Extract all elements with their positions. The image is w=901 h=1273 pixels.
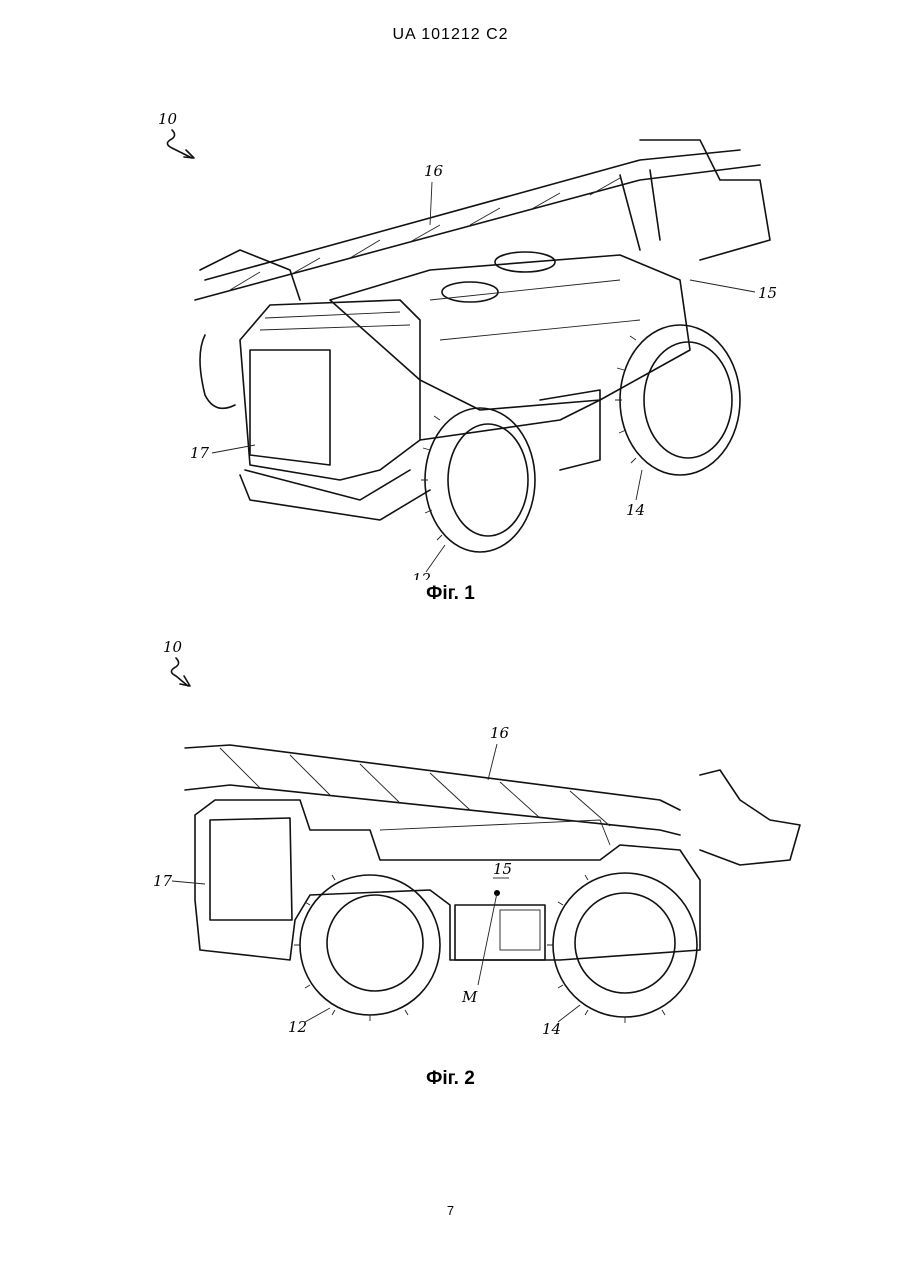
fig2-front-wheel [294,875,440,1021]
fig1-cab [200,300,430,520]
figure-1-caption: Фіг. 1 [0,583,901,605]
fig1-ref-16: 16 [424,162,444,180]
document-number: UA 101212 C2 [0,26,901,44]
fig1-boom [195,140,770,300]
figure-2-caption: Фіг. 2 [0,1068,901,1090]
fig1-ref-14-leader [636,470,642,500]
figure-1-drawing: 10 [0,100,901,580]
figure-2-drawing: 10 16 [0,630,901,1050]
fig2-ref-M: M [461,988,478,1006]
fig1-ref-10: 10 [158,110,178,128]
fig2-ref-15: 15 [493,860,512,878]
fig2-ref-12-leader [305,1008,330,1022]
fig2-ref-12: 12 [288,1018,307,1036]
fig1-ref-14: 14 [626,501,645,519]
fig2-body [195,800,700,960]
fig2-ref-17-leader [172,881,205,884]
fig2-rear-wheel [547,873,697,1023]
fig1-ref-12-leader [426,545,445,572]
fig1-ref-10-arrow [167,130,192,158]
fig2-ref-16: 16 [490,724,510,742]
fig2-ref-17: 17 [153,872,173,890]
fig1-ref-12: 12 [412,570,431,580]
page-number: 7 [0,1203,901,1218]
fig1-ref-15-leader [690,280,755,292]
fig1-front-wheel [421,408,535,552]
fig1-tank [330,252,690,410]
fig1-ref-17: 17 [190,444,210,462]
fig1-rear-wheel [615,325,740,475]
fig1-ref-15: 15 [758,284,777,302]
fig2-ref-14-leader [558,1005,580,1022]
fig1-ref-16-leader [430,182,432,225]
fig2-ref-10: 10 [163,638,183,656]
fig2-ref-10-arrow [171,658,188,686]
fig2-ref-M-leader [478,893,497,985]
fig2-ref-14: 14 [542,1020,561,1038]
fig2-ref-16-leader [488,744,497,780]
